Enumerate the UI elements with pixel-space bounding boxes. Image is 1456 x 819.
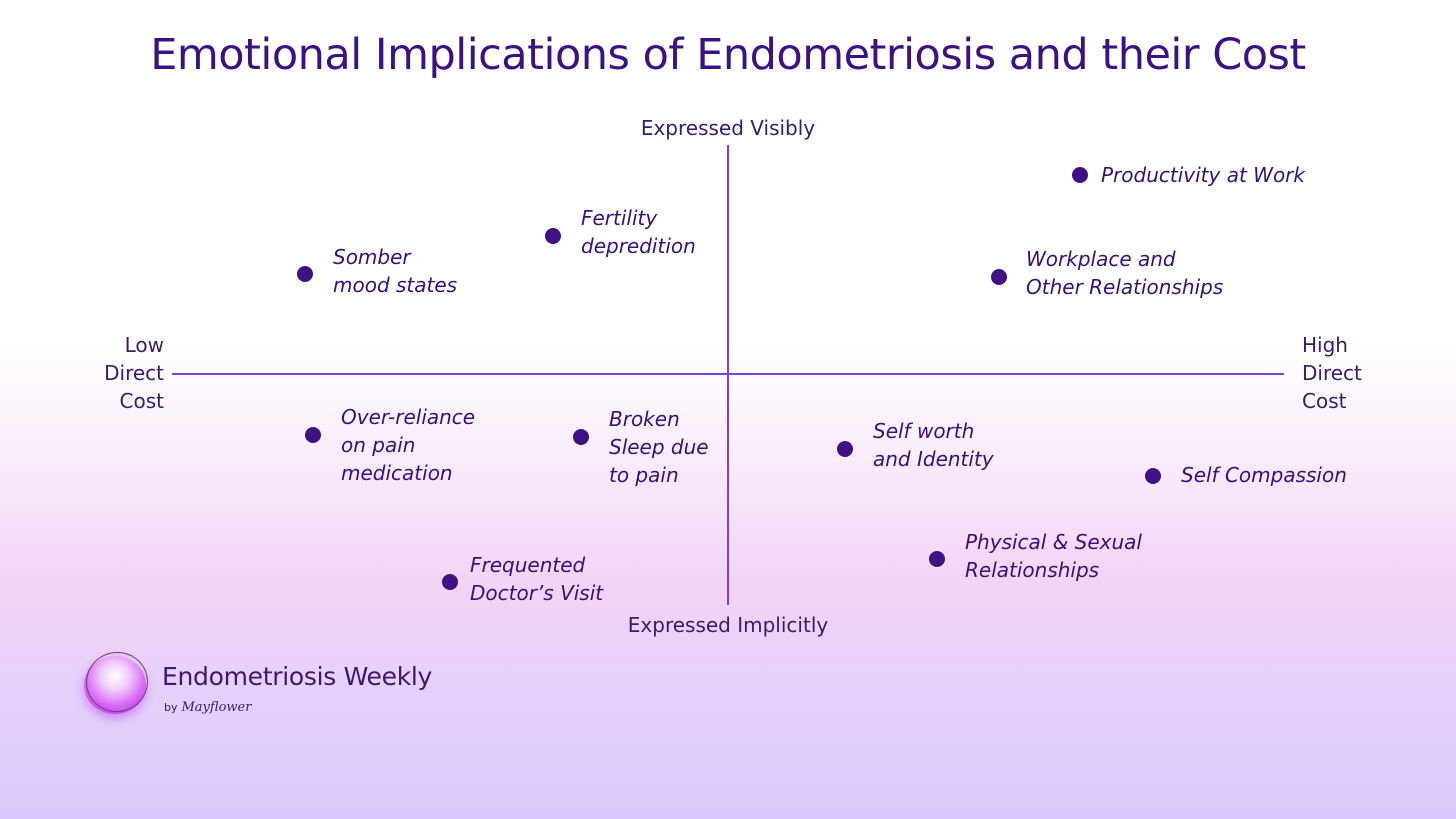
brand-logo-icon <box>84 656 146 714</box>
point-label: Physical & Sexual Relationships <box>965 530 1142 582</box>
axis-label-right: High Direct Cost <box>1302 333 1362 413</box>
point-label: Productivity at Work <box>1101 163 1305 187</box>
point-marker <box>573 429 589 445</box>
brand-by-text: by <box>164 701 178 714</box>
point-label: Somber mood states <box>333 245 458 297</box>
point-label: Self worth and Identity <box>873 419 994 471</box>
point-label: Workplace and Other Relationships <box>1026 247 1224 299</box>
vertical-axis-line <box>727 145 729 605</box>
point-marker <box>1145 468 1161 484</box>
point-marker <box>991 269 1007 285</box>
brand-maker: Mayflower <box>181 700 252 715</box>
point-marker <box>305 427 321 443</box>
point-marker <box>442 574 458 590</box>
axis-label-left: Low Direct Cost <box>104 333 164 413</box>
point-marker <box>297 266 313 282</box>
point-label: Self Compassion <box>1181 463 1347 487</box>
point-marker <box>1072 167 1088 183</box>
page-title: Emotional Implications of Endometriosis … <box>150 30 1306 80</box>
point-label: Over-reliance on pain medication <box>341 405 476 485</box>
brand-name: Endometriosis Weekly <box>162 662 433 691</box>
point-label: Fertility depredition <box>581 206 696 258</box>
brand-logo-ring-icon <box>80 646 154 718</box>
point-label: Frequented Doctor’s Visit <box>470 553 604 605</box>
point-label: Broken Sleep due to pain <box>609 407 709 487</box>
point-marker <box>545 228 561 244</box>
point-marker <box>929 551 945 567</box>
axis-label-top: Expressed Visibly <box>640 116 816 140</box>
point-marker <box>837 441 853 457</box>
axis-label-bottom: Expressed Implicitly <box>627 613 829 637</box>
